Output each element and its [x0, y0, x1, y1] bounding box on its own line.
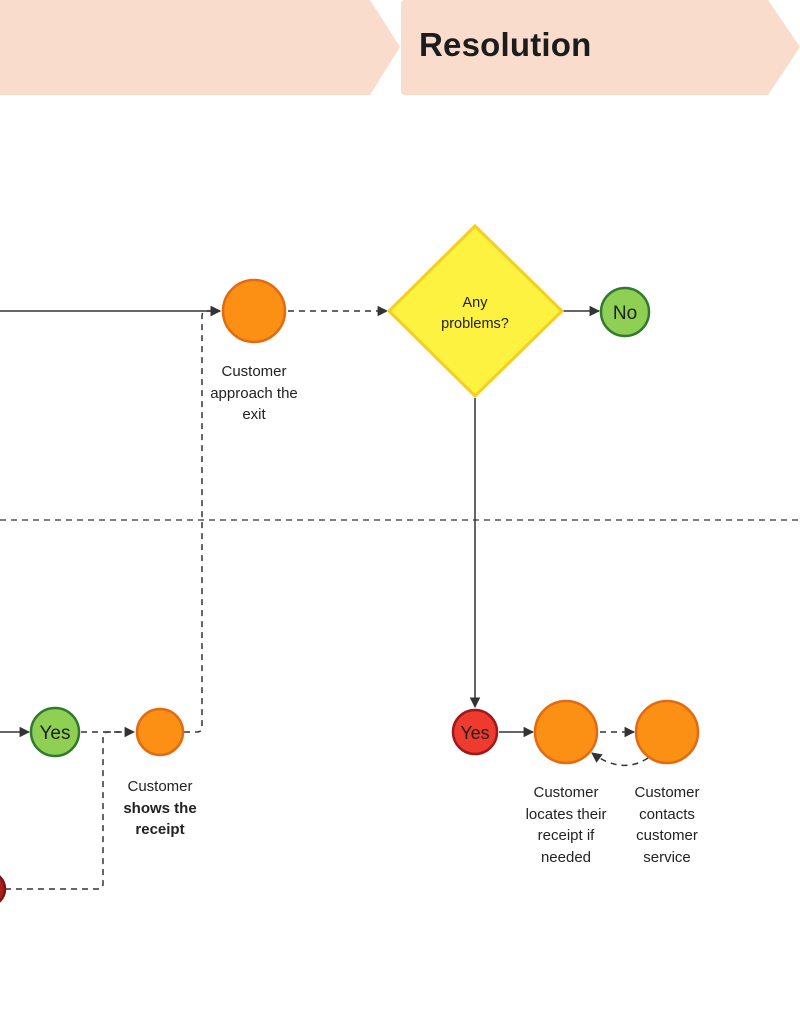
label-approach-exit-line1: Customer	[221, 363, 287, 380]
label-locates-receipt-line4: needed	[540, 848, 592, 866]
label-contacts-service-line3: customer	[636, 827, 698, 844]
stage-title-resolution: Resolution	[419, 26, 592, 63]
connector-no-path-to-shows-receipt	[5, 731, 134, 890]
label-contacts-service-line2: contacts	[639, 805, 695, 823]
outcome-yes-right-label: Yes	[460, 723, 489, 743]
label-locates-receipt-line2: locates their	[525, 805, 607, 823]
label-shows-receipt: Customer shows the receipt	[105, 776, 215, 841]
label-approach-exit: Customer approach the exit	[199, 361, 309, 426]
step-shows-receipt[interactable]	[135, 707, 185, 757]
outcome-no-label: No	[613, 303, 637, 324]
label-locates-receipt-line1: Customer	[533, 784, 599, 801]
label-shows-receipt-line3: receipt	[135, 821, 185, 838]
outcome-no[interactable]	[599, 286, 651, 338]
outcome-yes-left[interactable]	[29, 706, 81, 758]
step-locates-receipt[interactable]	[533, 699, 599, 765]
connector-shows-receipt-to-approach-exit	[184, 305, 222, 733]
decision-any-problems[interactable]	[386, 223, 565, 399]
decision-label-line1: Any	[463, 295, 489, 311]
stage-banner-resolution	[401, 0, 800, 95]
connector-contacts-back-to-locates	[591, 752, 649, 767]
step-approach-exit[interactable]	[221, 278, 287, 344]
outcome-no-partial[interactable]	[0, 872, 7, 906]
outcome-yes-left-label: Yes	[40, 723, 71, 744]
decision-label-line2: problems?	[441, 316, 509, 332]
label-contacts-service: Customer contacts customer service	[612, 782, 722, 868]
label-shows-receipt-line2: shows the	[123, 799, 197, 817]
label-approach-exit-line2: approach the	[210, 384, 298, 402]
label-contacts-service-line4: service	[643, 848, 691, 866]
label-approach-exit-line3: exit	[242, 406, 266, 423]
label-locates-receipt-line3: receipt if	[537, 827, 595, 844]
label-shows-receipt-line1: Customer	[127, 778, 193, 795]
label-locates-receipt: Customer locates their receipt if needed	[511, 782, 621, 868]
step-contacts-service[interactable]	[634, 699, 700, 765]
stage-banner-previous	[0, 0, 400, 95]
label-contacts-service-line1: Customer	[634, 784, 700, 801]
outcome-yes-right[interactable]	[451, 708, 499, 756]
